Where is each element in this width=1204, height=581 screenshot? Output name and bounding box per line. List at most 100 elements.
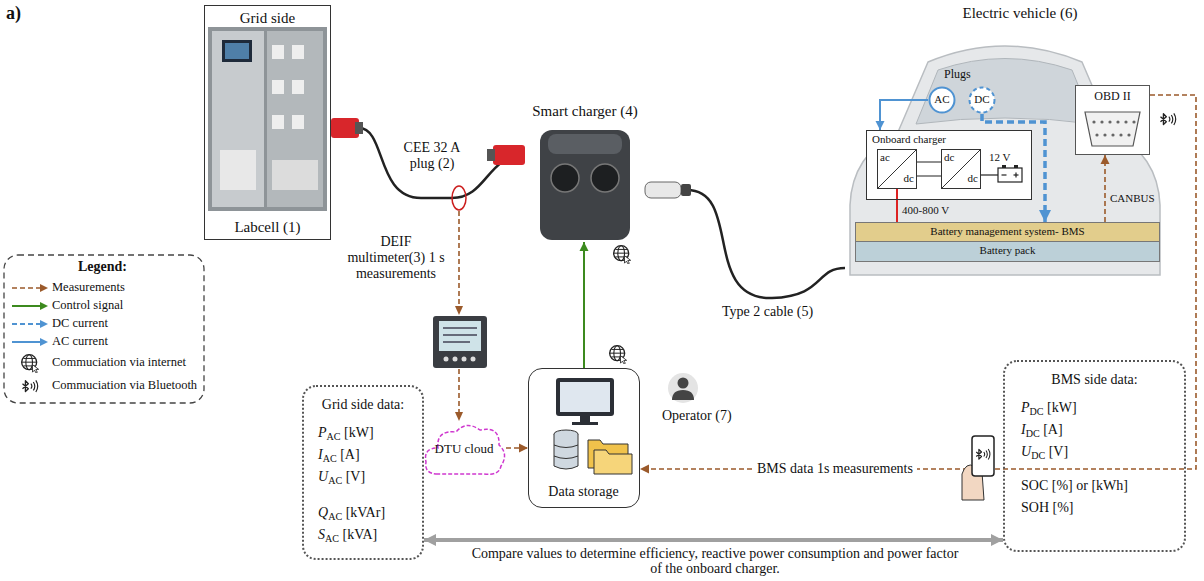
node-text: Data storage xyxy=(529,484,638,500)
legend-frame xyxy=(4,255,204,403)
variable-subscript: AC xyxy=(327,431,341,442)
battery-12v xyxy=(1015,173,1016,178)
labcell-photo xyxy=(272,45,284,59)
variable-symbol: P xyxy=(1021,400,1030,415)
charger-body xyxy=(591,164,619,192)
comm-icons xyxy=(610,113,1176,364)
comm-icons xyxy=(1161,113,1176,125)
car-body xyxy=(1103,133,1106,136)
quantity-text: IAC [A] xyxy=(318,447,418,463)
labcell-photo xyxy=(292,45,304,59)
operator-icon xyxy=(678,378,689,389)
connector xyxy=(580,242,589,368)
car-body xyxy=(1092,120,1135,136)
battery-12v xyxy=(1002,165,1006,168)
bms-band: Battery management system- BMS xyxy=(855,222,1160,242)
measurement-tap xyxy=(458,369,460,412)
node-text: Battery pack xyxy=(856,244,1159,257)
labcell-photo xyxy=(292,80,304,94)
legend-text: DC current xyxy=(52,316,108,330)
variable-subscript: AC xyxy=(325,533,339,544)
node-text: dc xyxy=(896,172,914,185)
operator-icon xyxy=(668,373,698,403)
operator-icon xyxy=(672,390,694,400)
variable-subscript: DC xyxy=(1026,428,1040,439)
data-heading: BMS side data: xyxy=(1005,372,1184,388)
legend-text: Measurements xyxy=(52,280,125,294)
charger-body xyxy=(551,164,579,192)
battery-12v xyxy=(980,165,1022,182)
legend-frame xyxy=(23,380,38,392)
quantity-text: SOC [%] or [kWh] xyxy=(1021,478,1181,494)
measurement-line xyxy=(1104,155,1106,222)
ac-plug: AC xyxy=(928,86,956,114)
cable-label: CEE 32 A plug (2) xyxy=(392,140,472,172)
ac-dc-converter: acdc xyxy=(877,149,917,189)
legend-frame xyxy=(40,338,48,346)
multimeter-icon xyxy=(444,357,449,362)
connector xyxy=(917,162,941,176)
cee-plug xyxy=(493,145,525,165)
comm-icons xyxy=(610,346,627,364)
car-body xyxy=(850,46,1160,275)
phone-icon xyxy=(972,436,994,476)
device-label: DEIF multimeter(3) 1 s measurements xyxy=(340,234,452,282)
car-body xyxy=(1127,133,1130,136)
car-body xyxy=(1085,112,1140,146)
quantity-text: SAC [kVA] xyxy=(318,527,418,543)
type2-plug xyxy=(645,182,681,198)
connector xyxy=(1101,155,1110,222)
operator-label: Operator (7) xyxy=(662,408,732,424)
comparison-arrow xyxy=(424,538,1003,542)
voltage-label: 12 V xyxy=(989,151,1011,164)
variable-subscript: AC xyxy=(328,511,342,522)
labcell-photo xyxy=(272,80,284,94)
storage-icons xyxy=(560,382,610,412)
car-body xyxy=(1111,133,1114,136)
labcell-photo xyxy=(222,40,252,62)
node-text: Electric vehicle (6) xyxy=(920,5,1120,22)
legend-heading: Legend: xyxy=(78,259,127,275)
car-body xyxy=(1124,120,1127,123)
panel-letter: a) xyxy=(6,3,21,24)
legend-frame xyxy=(22,355,39,373)
type2-plug xyxy=(645,182,691,198)
node-text: Onboard charger xyxy=(872,133,992,146)
connector xyxy=(331,128,525,198)
quantity-text: QAC [kVAr] xyxy=(318,505,418,521)
quantity-text: UAC [V] xyxy=(318,469,418,485)
storage-icons xyxy=(580,416,590,422)
quantity-text: SOH [%] xyxy=(1021,500,1181,516)
cable-label: Type 2 cable (5) xyxy=(722,304,813,320)
storage-icons xyxy=(554,445,578,459)
storage-icons xyxy=(572,422,598,425)
legend-text: Control signal xyxy=(52,298,123,312)
variable-subscript: DC xyxy=(1030,406,1044,417)
node-text: dc xyxy=(960,172,978,185)
car-body xyxy=(916,59,1094,125)
legend-frame xyxy=(40,302,48,310)
grid-data-box: Grid side data:PAC [kW]IAC [A]UAC [V]QAC… xyxy=(302,385,424,560)
cee-plug xyxy=(487,149,495,161)
legend-text: Commuciation via internet xyxy=(52,355,186,369)
arrow-head xyxy=(580,242,589,251)
battery-pack: Battery pack xyxy=(855,242,1160,262)
comparison-caption: Compare values to determine efficiency, … xyxy=(470,546,960,576)
arrow-head xyxy=(1101,155,1110,164)
variable-symbol: Q xyxy=(318,505,328,520)
battery-12v xyxy=(998,168,1022,182)
quantity-text: IDC [A] xyxy=(1021,422,1181,438)
measurement-tap xyxy=(452,186,466,421)
quantity-text: UDC [V] xyxy=(1021,444,1181,460)
quantity-text: PAC [kW] xyxy=(318,425,418,441)
bms-data-box: BMS side data:PDC [kW]IDC [A]UDC [V]SOC … xyxy=(1003,360,1186,552)
measurement-tap xyxy=(455,306,463,315)
node-text: Labcell (1) xyxy=(205,219,330,236)
variable-symbol: U xyxy=(1021,444,1031,459)
dc-plug: DC xyxy=(968,86,996,114)
multimeter-icon xyxy=(433,316,487,368)
labcell-photo xyxy=(212,31,264,207)
hv-wire xyxy=(896,189,898,222)
phone-icon xyxy=(962,436,994,500)
variable-symbol: I xyxy=(1021,422,1026,437)
